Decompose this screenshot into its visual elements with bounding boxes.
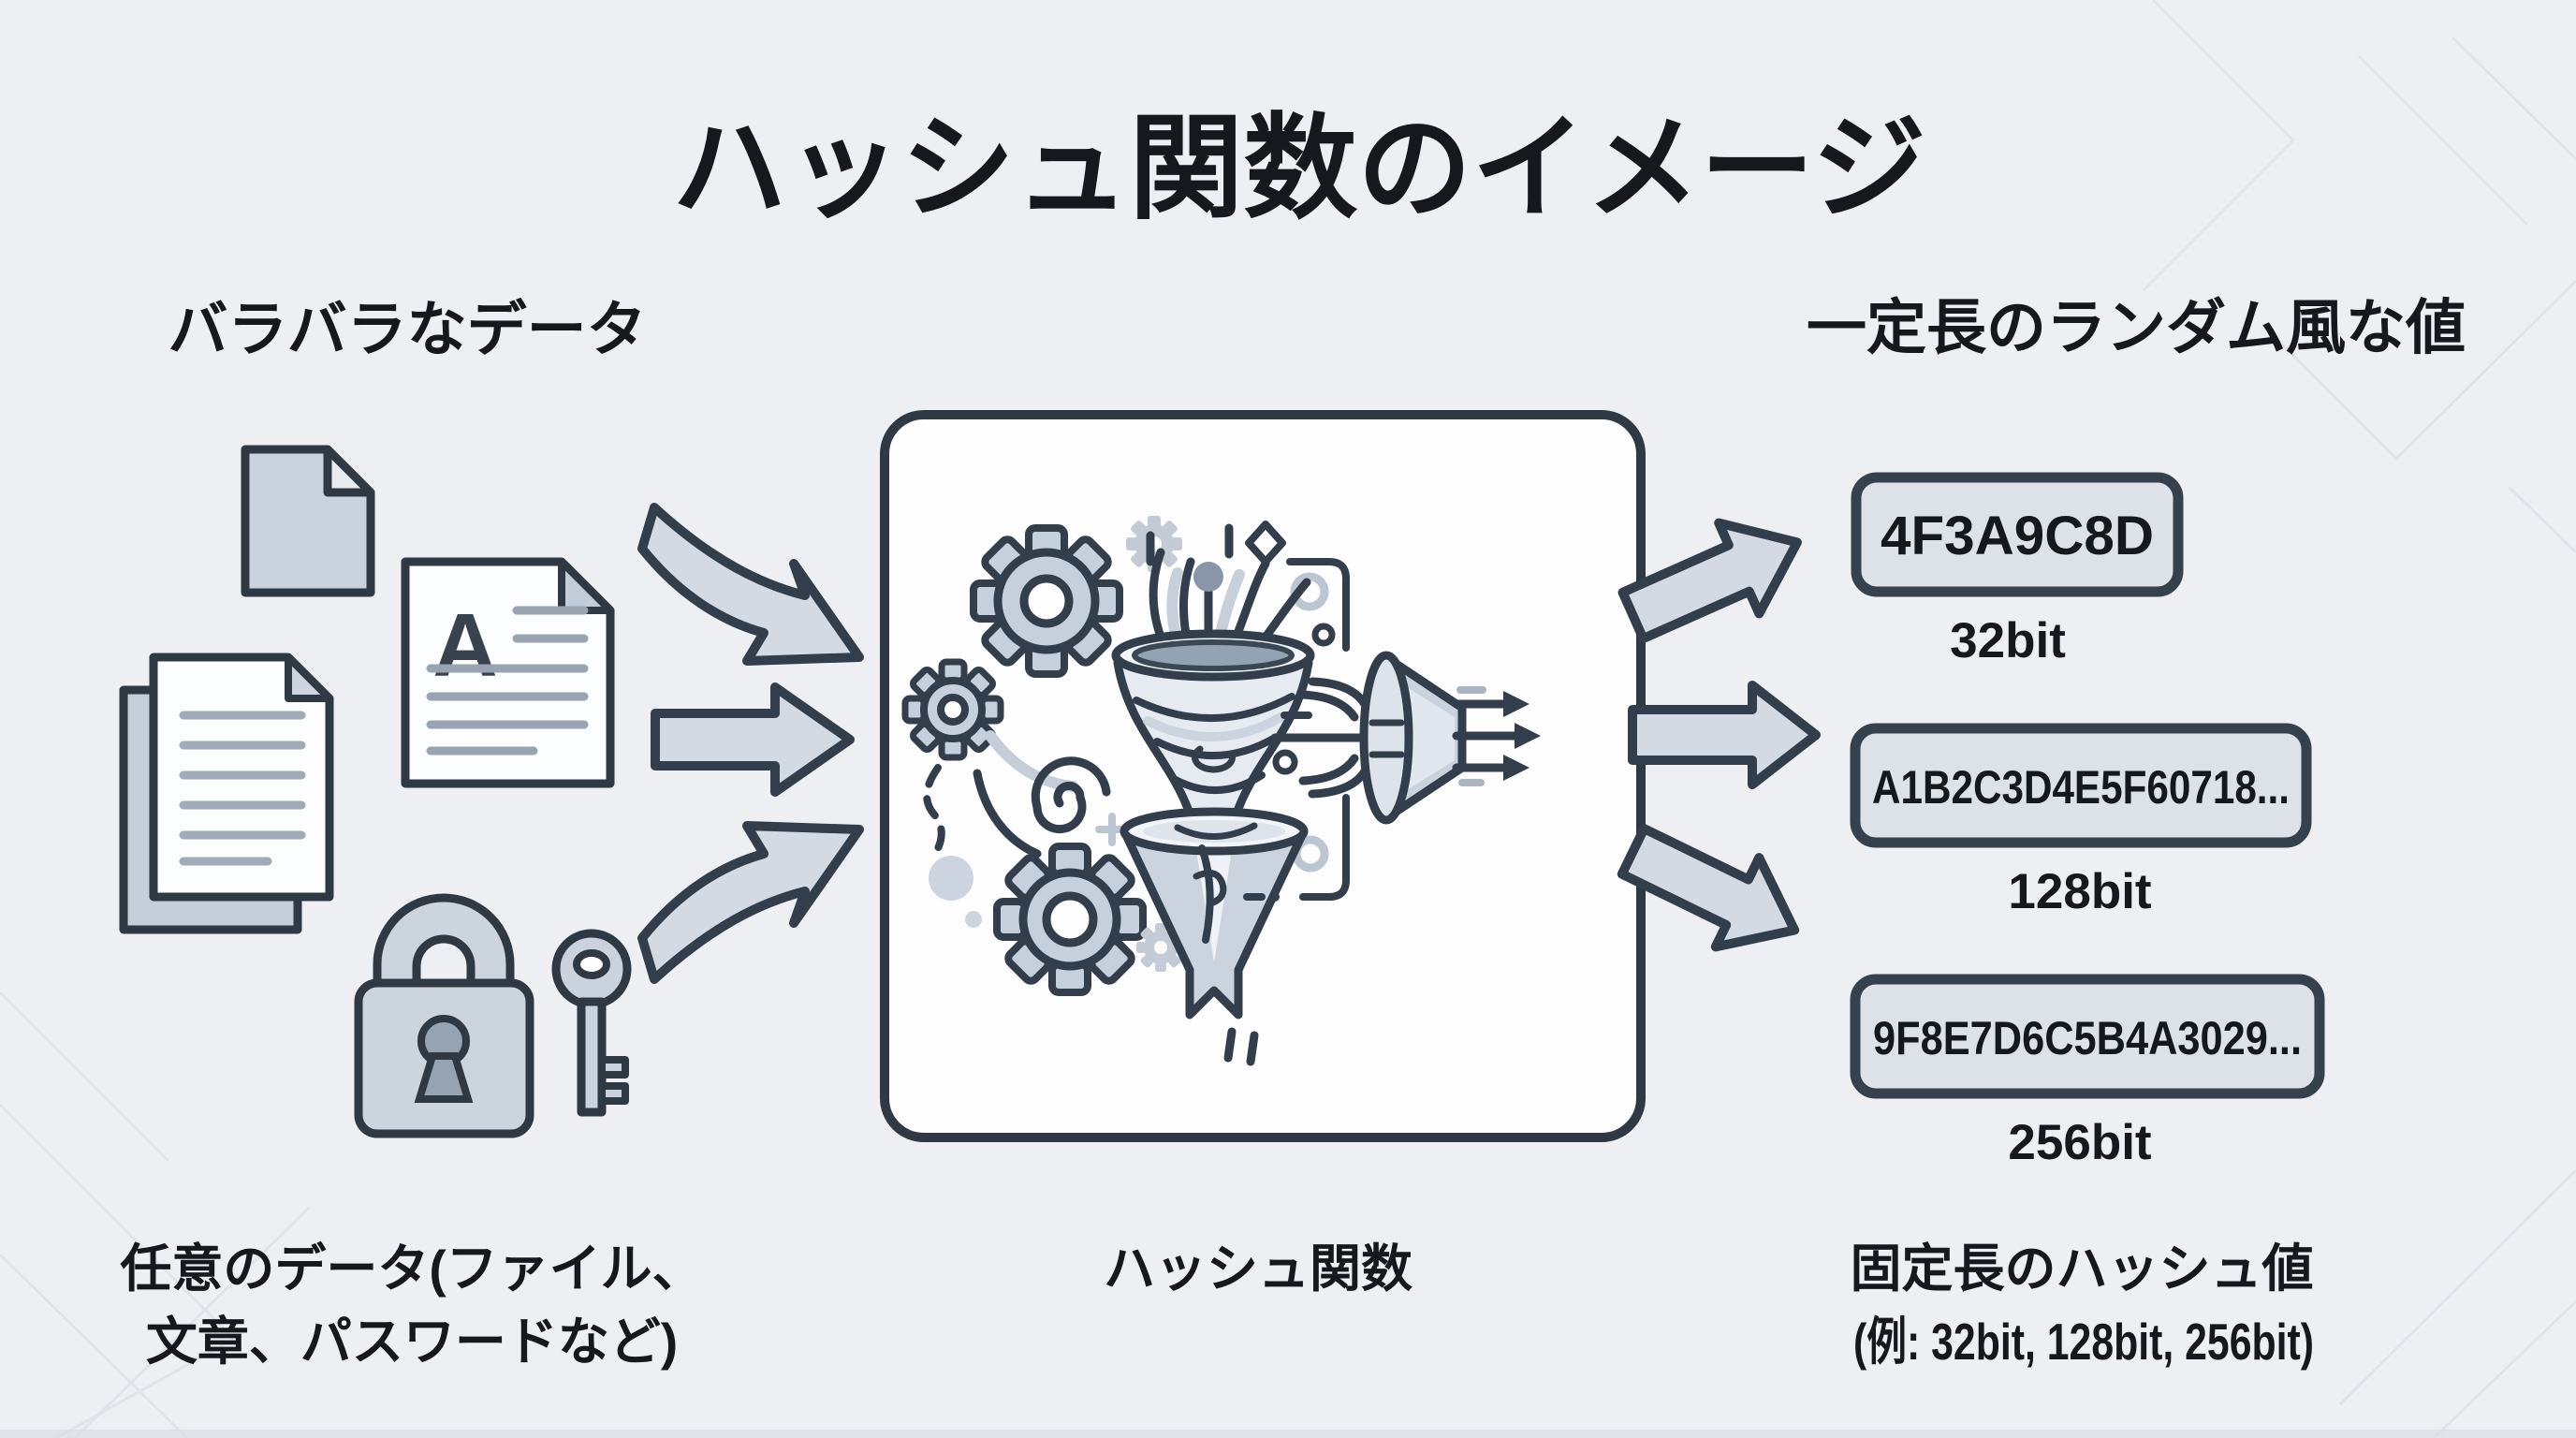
hash-box-32bit: 4F3A9C8D — [1851, 472, 2184, 597]
swirl-icon — [923, 730, 1111, 858]
circuit-ring-top — [1311, 623, 1336, 647]
bottom-edge-strip — [0, 1430, 2576, 1438]
blank-document-icon — [241, 445, 375, 597]
input-arrows — [637, 503, 864, 984]
input-label: バラバラなデータ — [168, 296, 646, 363]
stacked-documents-icon — [119, 653, 334, 934]
output-arrow-top — [1617, 518, 1802, 644]
gear-bottom-icon — [993, 843, 1147, 996]
bit-label-128: 128bit — [2008, 864, 2151, 919]
output-arrow-middle — [1628, 681, 1821, 789]
input-arrow-middle — [651, 682, 855, 797]
keyhole — [414, 1015, 474, 1103]
text-document-icon: A — [401, 557, 615, 788]
hash-value-128bit: A1B2C3D4E5F60718... — [1872, 761, 2290, 814]
output-arrow-bottom — [1617, 824, 1800, 952]
spray-ball — [1193, 562, 1223, 592]
input-arrow-bottom — [637, 821, 864, 984]
circuit-lines — [1243, 558, 1350, 901]
output-caption-line1: 固定長のハッシュ値 — [1850, 1240, 2313, 1298]
input-caption-line1: 任意のデータ(ファイル、 — [120, 1240, 703, 1298]
horn-output-arrows — [1452, 686, 1541, 786]
input-arrow-top — [637, 503, 864, 666]
hash-value-32bit: 4F3A9C8D — [1881, 506, 2154, 566]
output-label: 一定長のランダム風な値 — [1807, 294, 2466, 361]
gear-large-icon — [970, 524, 1123, 678]
input-caption-line2: 文章、パスワードなど) — [146, 1313, 678, 1371]
hash-function-illustration — [901, 516, 1541, 1066]
vortex-funnel-icon — [1111, 629, 1315, 829]
output-caption-line2: (例: 32bit, 128bit, 256bit) — [1853, 1313, 2314, 1371]
bit-label-256: 256bit — [2008, 1115, 2151, 1170]
circuit-ring-mid — [1272, 749, 1298, 775]
output-arrows — [1617, 518, 1821, 952]
lower-funnel-icon — [1120, 807, 1309, 1066]
key-icon — [551, 929, 632, 1117]
hash-box-128bit: A1B2C3D4E5F60718... — [1850, 723, 2312, 848]
stacked-document-text-lines — [179, 711, 306, 866]
process-caption: ハッシュ関数 — [1104, 1240, 1412, 1298]
output-horn-icon — [1270, 651, 1467, 825]
hash-value-256bit: 9F8E7D6C5B4A3029... — [1873, 1012, 2302, 1064]
bit-label-32: 32bit — [1950, 613, 2066, 668]
hash-box-256bit: 9F8E7D6C5B4A3029... — [1850, 974, 2325, 1099]
document-text-lines — [426, 606, 589, 756]
document-letter: A — [432, 595, 497, 696]
gear-small-icon — [901, 658, 1004, 761]
circuit-dot — [1270, 892, 1280, 902]
padlock-icon — [354, 893, 534, 1138]
page-title: ハッシュ関数のイメージ — [672, 105, 1926, 232]
sparkle-diamond-icon — [1245, 521, 1286, 565]
